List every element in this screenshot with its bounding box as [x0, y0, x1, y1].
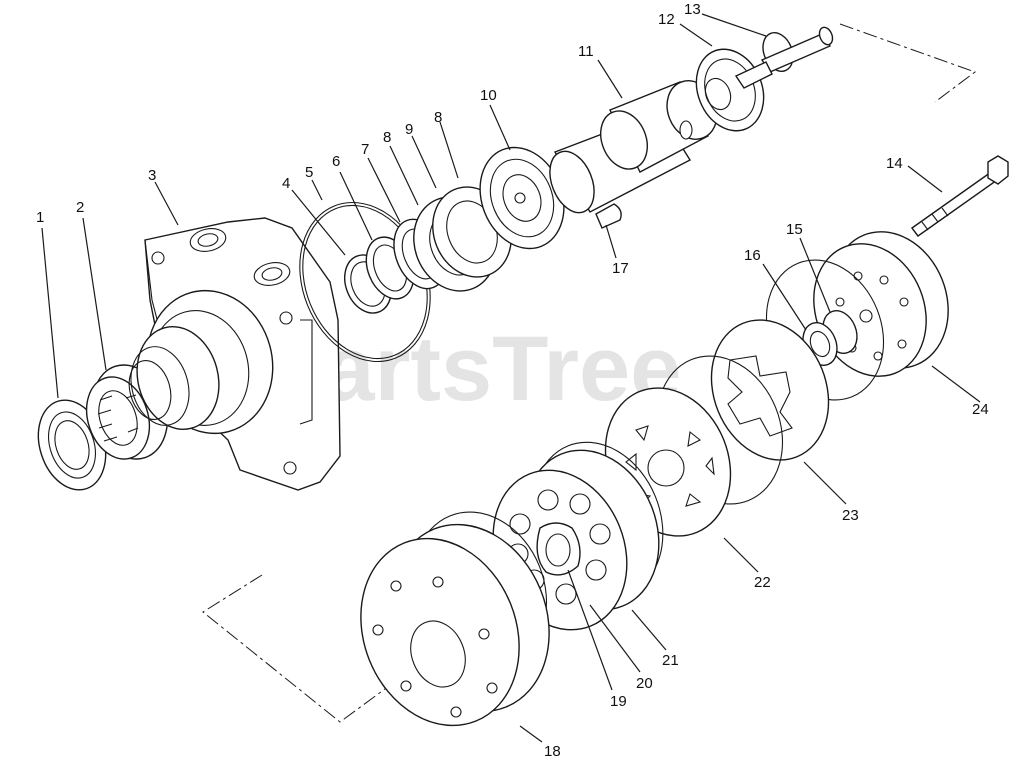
callout-19: 19	[610, 693, 627, 710]
callout-8b: 8	[434, 109, 442, 126]
part-3-housing[interactable]	[123, 217, 341, 491]
callout-4: 4	[282, 175, 290, 192]
callout-21: 21	[662, 652, 679, 669]
phantom-line-top	[839, 23, 977, 103]
callout-23: 23	[842, 507, 859, 524]
part-17-key[interactable]	[595, 203, 622, 229]
part-19-rotor[interactable]	[536, 522, 581, 576]
part-18-end-plate[interactable]	[334, 501, 577, 750]
callout-labels: 1 2 3 4 5 6 7 8 9 8 10 11 12 13 14 15 16…	[36, 1, 989, 760]
callout-17: 17	[612, 260, 629, 277]
part-14-bolt[interactable]	[911, 155, 1009, 237]
callout-18: 18	[544, 743, 561, 760]
callout-22: 22	[754, 574, 771, 591]
callout-24: 24	[972, 401, 989, 418]
callout-15: 15	[786, 221, 803, 238]
part-12-spline[interactable]	[685, 39, 776, 141]
part-13-drive-shaft[interactable]	[734, 25, 835, 89]
part-8-9-thrust-stack[interactable]	[400, 175, 525, 303]
part-23-commutator[interactable]	[691, 302, 849, 477]
callout-14: 14	[886, 155, 903, 172]
callout-5: 5	[305, 164, 313, 181]
callout-20: 20	[636, 675, 653, 692]
callout-1: 1	[36, 209, 44, 226]
callout-10: 10	[480, 87, 497, 104]
callout-2: 2	[76, 199, 84, 216]
callout-8a: 8	[383, 129, 391, 146]
callout-7: 7	[361, 141, 369, 158]
callout-3: 3	[148, 167, 156, 184]
callout-6: 6	[332, 153, 340, 170]
leader-lines	[41, 13, 981, 743]
callout-16: 16	[744, 247, 761, 264]
callout-13: 13	[684, 1, 701, 18]
callout-12: 12	[658, 11, 675, 28]
callout-9: 9	[405, 121, 413, 138]
callout-11: 11	[578, 43, 594, 60]
